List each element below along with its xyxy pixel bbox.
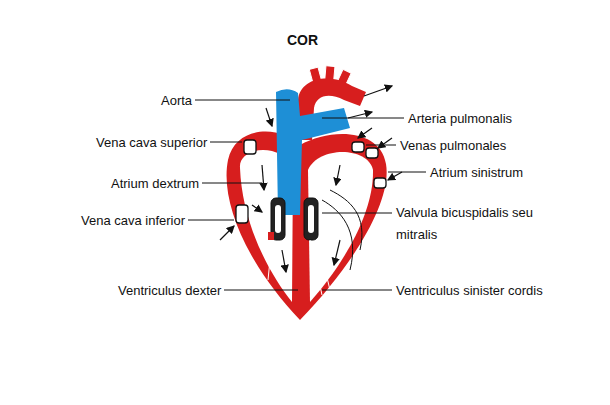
part-label: Aorta [161, 93, 192, 108]
part-label: Vena cava superior [96, 135, 207, 150]
part-label: Ventriculus dexter [118, 283, 221, 298]
part-label: Ventriculus sinister cordis [396, 283, 543, 298]
part-label: Arteria pulmonalis [408, 111, 512, 126]
part-label: Valvula bicuspidalis seu mitralis [396, 202, 568, 246]
part-label: Atrium dextrum [111, 176, 199, 191]
part-label: Venas pulmonales [400, 138, 506, 153]
part-label: Vena cava inferior [81, 213, 185, 228]
diagram-title: COR [287, 32, 318, 48]
part-label: Atrium sinistrum [430, 165, 523, 180]
